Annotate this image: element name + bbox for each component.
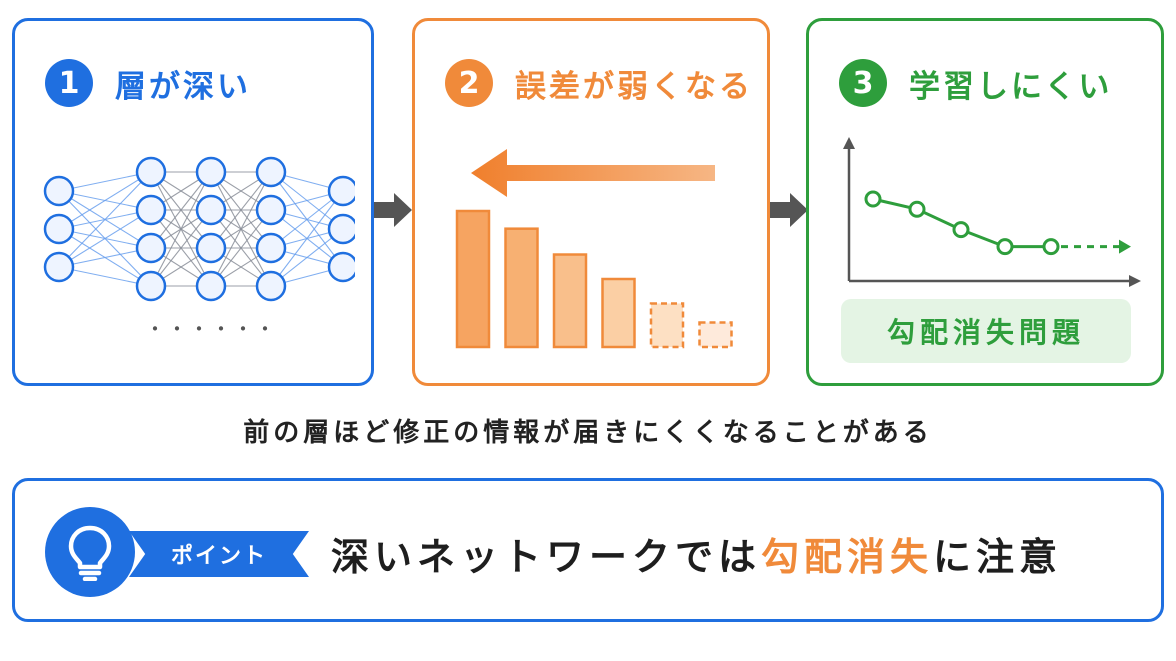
network-edge: [150, 209, 212, 287]
point-box: ポイント 深いネットワークでは勾配消失に注意: [12, 478, 1164, 622]
network-edge: [270, 190, 344, 249]
panel-title-3: 学習しにくい: [909, 68, 1113, 105]
network-node: [255, 156, 287, 188]
neural-network-diagram: [43, 156, 355, 302]
network-node: [195, 270, 227, 302]
network-node: [255, 194, 287, 226]
error-bar: [601, 277, 636, 349]
network-edge: [58, 209, 152, 268]
network-node: [327, 251, 355, 283]
panel-title-1: 層が深い: [115, 68, 251, 105]
panel-deep-layers: 1 層が深い ・・・・・・: [12, 18, 374, 386]
network-node: [195, 232, 227, 264]
curve-point: [864, 190, 882, 208]
network-node: [43, 175, 75, 207]
panel-weak-error: 2 誤差が弱くなる: [412, 18, 770, 386]
network-edge: [58, 247, 152, 268]
curve-point: [908, 200, 926, 218]
error-bar: [649, 302, 685, 349]
network-edge: [150, 171, 212, 249]
point-message-before: 深いネットワークでは: [331, 534, 762, 579]
point-tag: ポイント: [129, 531, 309, 577]
error-bar: [455, 209, 491, 349]
network-node: [135, 194, 167, 226]
curve-trend-arrowhead: [1119, 239, 1131, 254]
x-axis-arrowhead: [1129, 275, 1141, 287]
curve-point: [952, 221, 970, 239]
network-node: [195, 156, 227, 188]
panel-hard-learning: 3 学習しにくい 勾配消失問題: [806, 18, 1164, 386]
right-arrow-icon: [770, 193, 808, 227]
error-bar-chart: [455, 209, 733, 349]
step-number-2: 2: [445, 59, 493, 107]
network-edge: [58, 266, 152, 287]
network-node: [327, 213, 355, 245]
ellipsis: ・・・・・・: [145, 317, 277, 341]
network-edge: [210, 171, 272, 249]
y-axis-arrowhead: [843, 137, 855, 149]
right-arrow-icon: [374, 193, 412, 227]
vanishing-gradient-badge: 勾配消失問題: [841, 299, 1131, 363]
panel-header: 1 層が深い: [45, 57, 251, 109]
panel-title-2: 誤差が弱くなる: [515, 68, 753, 105]
point-message-after: に注意: [933, 534, 1063, 579]
network-node: [135, 232, 167, 264]
curve-point: [996, 238, 1014, 256]
error-bar: [552, 253, 588, 349]
curve-point: [1042, 238, 1060, 256]
left-arrow-icon: [471, 149, 715, 197]
point-message-highlight: 勾配消失: [761, 534, 934, 579]
lightbulb-icon: [45, 507, 135, 597]
network-node: [255, 270, 287, 302]
panel-header: 3 学習しにくい: [839, 57, 1112, 109]
network-node: [43, 251, 75, 283]
network-edge: [150, 171, 212, 287]
network-edge: [58, 171, 152, 230]
learning-curve-chart: [843, 137, 1141, 287]
network-edge: [270, 228, 344, 287]
network-edge: [210, 209, 272, 287]
network-edge: [58, 171, 152, 192]
step-number-3: 3: [839, 59, 887, 107]
network-node: [327, 175, 355, 207]
panel-header: 2 誤差が弱くなる: [445, 57, 753, 109]
caption: 前の層ほど修正の情報が届きにくくなることがある: [243, 418, 933, 448]
network-edge: [270, 190, 344, 287]
network-node: [195, 194, 227, 226]
network-node: [135, 270, 167, 302]
error-bar: [504, 227, 539, 349]
network-edge: [58, 171, 152, 268]
network-node: [135, 156, 167, 188]
network-node: [43, 213, 75, 245]
network-edge: [210, 171, 272, 287]
point-message: 深いネットワークでは勾配消失に注意: [331, 521, 1062, 585]
network-node: [255, 232, 287, 264]
error-bar: [698, 321, 733, 349]
step-number-1: 1: [45, 59, 93, 107]
